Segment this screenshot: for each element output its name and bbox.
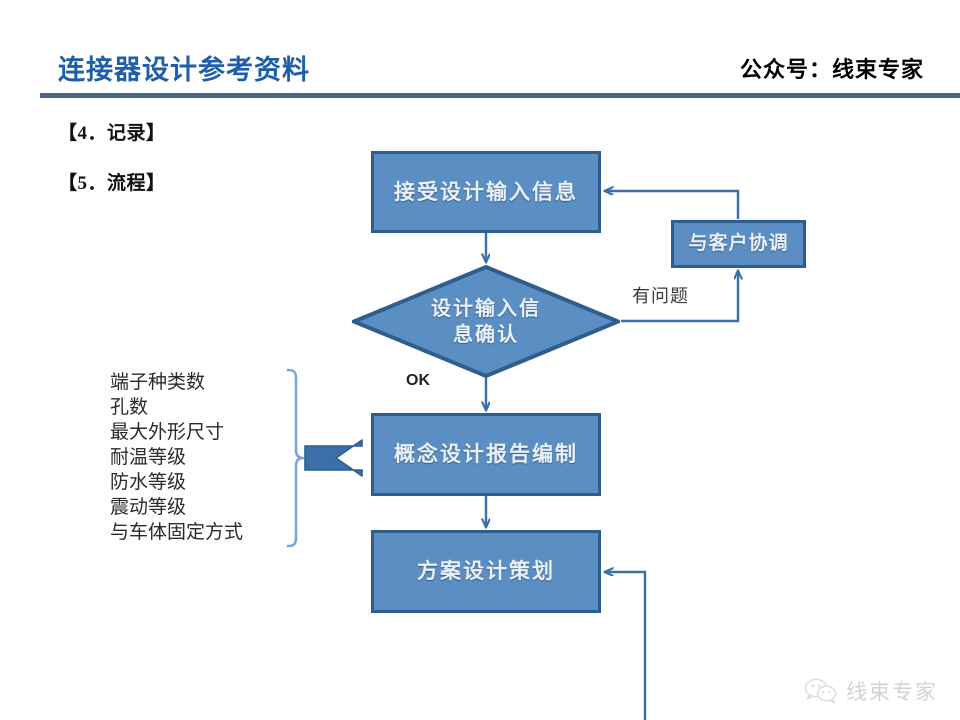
list-item: 最大外形尺寸 xyxy=(110,422,225,443)
spec-list-brace xyxy=(286,368,305,548)
flow-node-coordinate-customer[interactable]: 与客户协调 xyxy=(671,220,806,268)
watermark: 线束专家 xyxy=(804,676,938,706)
header-divider xyxy=(40,93,960,98)
connector-coordinate-to-receive xyxy=(605,191,740,219)
connector-return-to-plan xyxy=(605,572,647,720)
flow-node-decision-confirm[interactable]: 设计输入信 息确认 xyxy=(352,265,620,378)
edge-label-issue: 有问题 xyxy=(632,286,689,306)
list-item: 端子种类数 xyxy=(110,372,206,393)
list-item: 震动等级 xyxy=(110,497,187,518)
list-item: 孔数 xyxy=(110,397,149,418)
wechat-icon xyxy=(804,678,837,704)
watermark-label: 线束专家 xyxy=(846,680,938,704)
flow-node-concept-report[interactable]: 概念设计报告编制 xyxy=(371,413,601,496)
flow-node-receive-input[interactable]: 接受设计输入信息 xyxy=(371,151,601,233)
list-item: 耐温等级 xyxy=(110,447,187,468)
section-heading-record: 【4．记录】 xyxy=(58,123,166,144)
list-item: 防水等级 xyxy=(110,472,187,493)
header-account-label: 公众号：线束专家 xyxy=(739,57,924,82)
spec-list-block-arrow xyxy=(304,439,363,477)
edge-label-ok: OK xyxy=(406,372,430,389)
page-title: 连接器设计参考资料 xyxy=(58,55,310,85)
spec-list: 端子种类数 孔数 最大外形尺寸 耐温等级 防水等级 震动等级 与车体固定方式 xyxy=(110,370,285,545)
diamond-shape xyxy=(352,265,620,378)
section-heading-process: 【5．流程】 xyxy=(58,173,166,194)
flow-node-scheme-planning[interactable]: 方案设计策划 xyxy=(371,530,601,613)
list-item: 与车体固定方式 xyxy=(110,522,244,543)
